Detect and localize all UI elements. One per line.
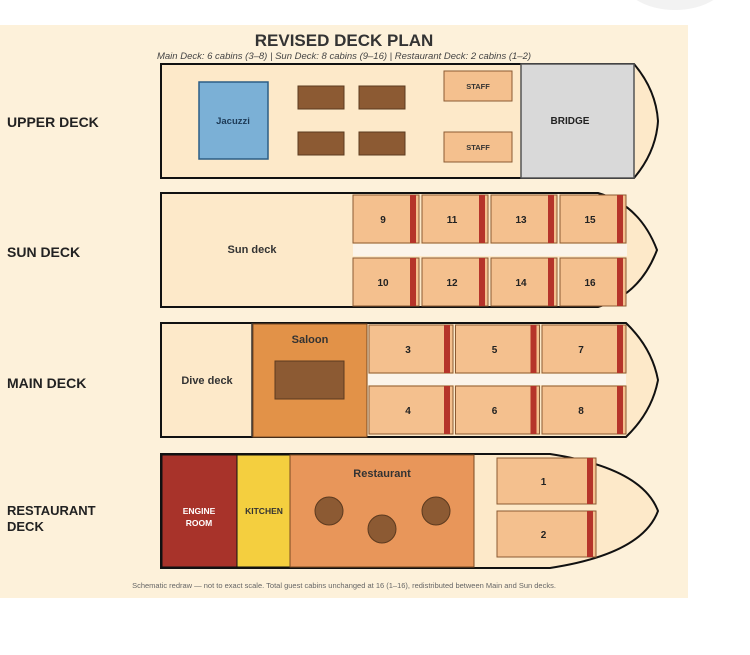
saloon-label: Saloon: [292, 334, 329, 346]
page-title: REVISED DECK PLAN: [255, 31, 434, 50]
cabin-number: 7: [578, 345, 584, 356]
corner-shadow: [620, 0, 730, 10]
engine-room-label: ENGINE: [183, 506, 216, 516]
kitchen: [236, 454, 291, 568]
cabin-3: [368, 324, 454, 374]
cabin-door: [587, 511, 593, 557]
cabin-number: 13: [515, 215, 527, 226]
lounger: [358, 131, 406, 156]
cabin-number: 1: [541, 477, 547, 488]
deck-label-restaurant: DECK: [7, 519, 44, 534]
lounger: [358, 85, 406, 110]
page-subtitle: Main Deck: 6 cabins (3–8) | Sun Deck: 8 …: [157, 51, 531, 62]
cabin-door: [530, 325, 537, 373]
dining-table: [314, 496, 344, 526]
cabin-13: [490, 194, 558, 244]
cabin-2: [496, 510, 597, 558]
footnote: Schematic redraw — not to exact scale. T…: [132, 581, 556, 590]
cabin-number: 6: [492, 406, 498, 417]
restaurant-label: Restaurant: [353, 468, 411, 480]
jacuzzi-label: Jacuzzi: [216, 116, 250, 127]
engine-room: [161, 454, 238, 568]
cabin-5: [455, 324, 540, 374]
cabin-6: [455, 385, 540, 435]
cabin-11: [421, 194, 489, 244]
deck-label-restaurant: RESTAURANT: [7, 503, 96, 518]
cabin-door: [617, 386, 623, 434]
saloon-table: [274, 360, 345, 400]
engine-room-label: ROOM: [186, 518, 212, 528]
cabin-number: 11: [447, 215, 458, 226]
cabin-12: [421, 257, 489, 307]
sun-deck-cabins: 9 11 13 15 10 12 14 16: [352, 194, 627, 307]
cabin-number: 12: [446, 278, 458, 289]
deck-label-upper: UPPER DECK: [7, 114, 99, 130]
cabin-door: [444, 386, 450, 434]
staff-cabin-bottom: [443, 131, 513, 163]
deck-label-sun: SUN DECK: [7, 244, 80, 260]
cabin-number: 10: [377, 278, 389, 289]
cabin-number: 15: [584, 215, 596, 226]
restaurant-deck-cabins: 12: [496, 457, 597, 558]
cabin-door: [617, 195, 623, 243]
cabin-16: [559, 257, 627, 307]
dive-deck-label: Dive deck: [181, 375, 233, 387]
sun-deck-area-label: Sun deck: [228, 244, 278, 256]
dining-table: [421, 496, 451, 526]
cabin-door: [617, 258, 623, 306]
cabin-door: [617, 325, 623, 373]
lounger: [297, 85, 345, 110]
staff-cabin-label: STAFF: [466, 82, 490, 91]
dining-table: [367, 514, 397, 544]
cabin-door: [444, 325, 450, 373]
cabin-7: [541, 324, 627, 374]
cabin-9: [352, 194, 420, 244]
cabin-door: [410, 258, 416, 306]
cabin-door: [410, 195, 416, 243]
lounger: [297, 131, 345, 156]
cabin-4: [368, 385, 454, 435]
cabin-door: [587, 458, 593, 504]
sun-deck-corridor: [353, 244, 627, 256]
bridge-label: BRIDGE: [551, 116, 590, 127]
cabin-number: 16: [584, 278, 596, 289]
cabin-number: 2: [541, 530, 547, 541]
cabin-1: [496, 457, 597, 505]
deck-label-main: MAIN DECK: [7, 375, 86, 391]
bridge: [520, 63, 635, 179]
cabin-door: [479, 258, 485, 306]
cabin-number: 14: [515, 278, 527, 289]
staff-cabin-label: STAFF: [466, 143, 490, 152]
cabin-door: [479, 195, 485, 243]
cabin-door: [548, 195, 554, 243]
cabin-door: [548, 258, 554, 306]
cabin-number: 9: [380, 215, 386, 226]
cabin-14: [490, 257, 558, 307]
kitchen-label: KITCHEN: [245, 506, 283, 516]
main-deck-corridor: [368, 374, 626, 385]
jacuzzi: [198, 81, 269, 160]
main-deck-cabins: 3 5 7 4 6 8: [368, 324, 627, 435]
cabin-number: 3: [405, 345, 411, 356]
cabin-10: [352, 257, 420, 307]
cabin-15: [559, 194, 627, 244]
cabin-number: 4: [405, 406, 411, 417]
cabin-8: [541, 385, 627, 435]
staff-cabin-top: [443, 70, 513, 102]
cabin-number: 5: [492, 345, 498, 356]
cabin-number: 8: [578, 406, 584, 417]
cabin-door: [530, 386, 537, 434]
